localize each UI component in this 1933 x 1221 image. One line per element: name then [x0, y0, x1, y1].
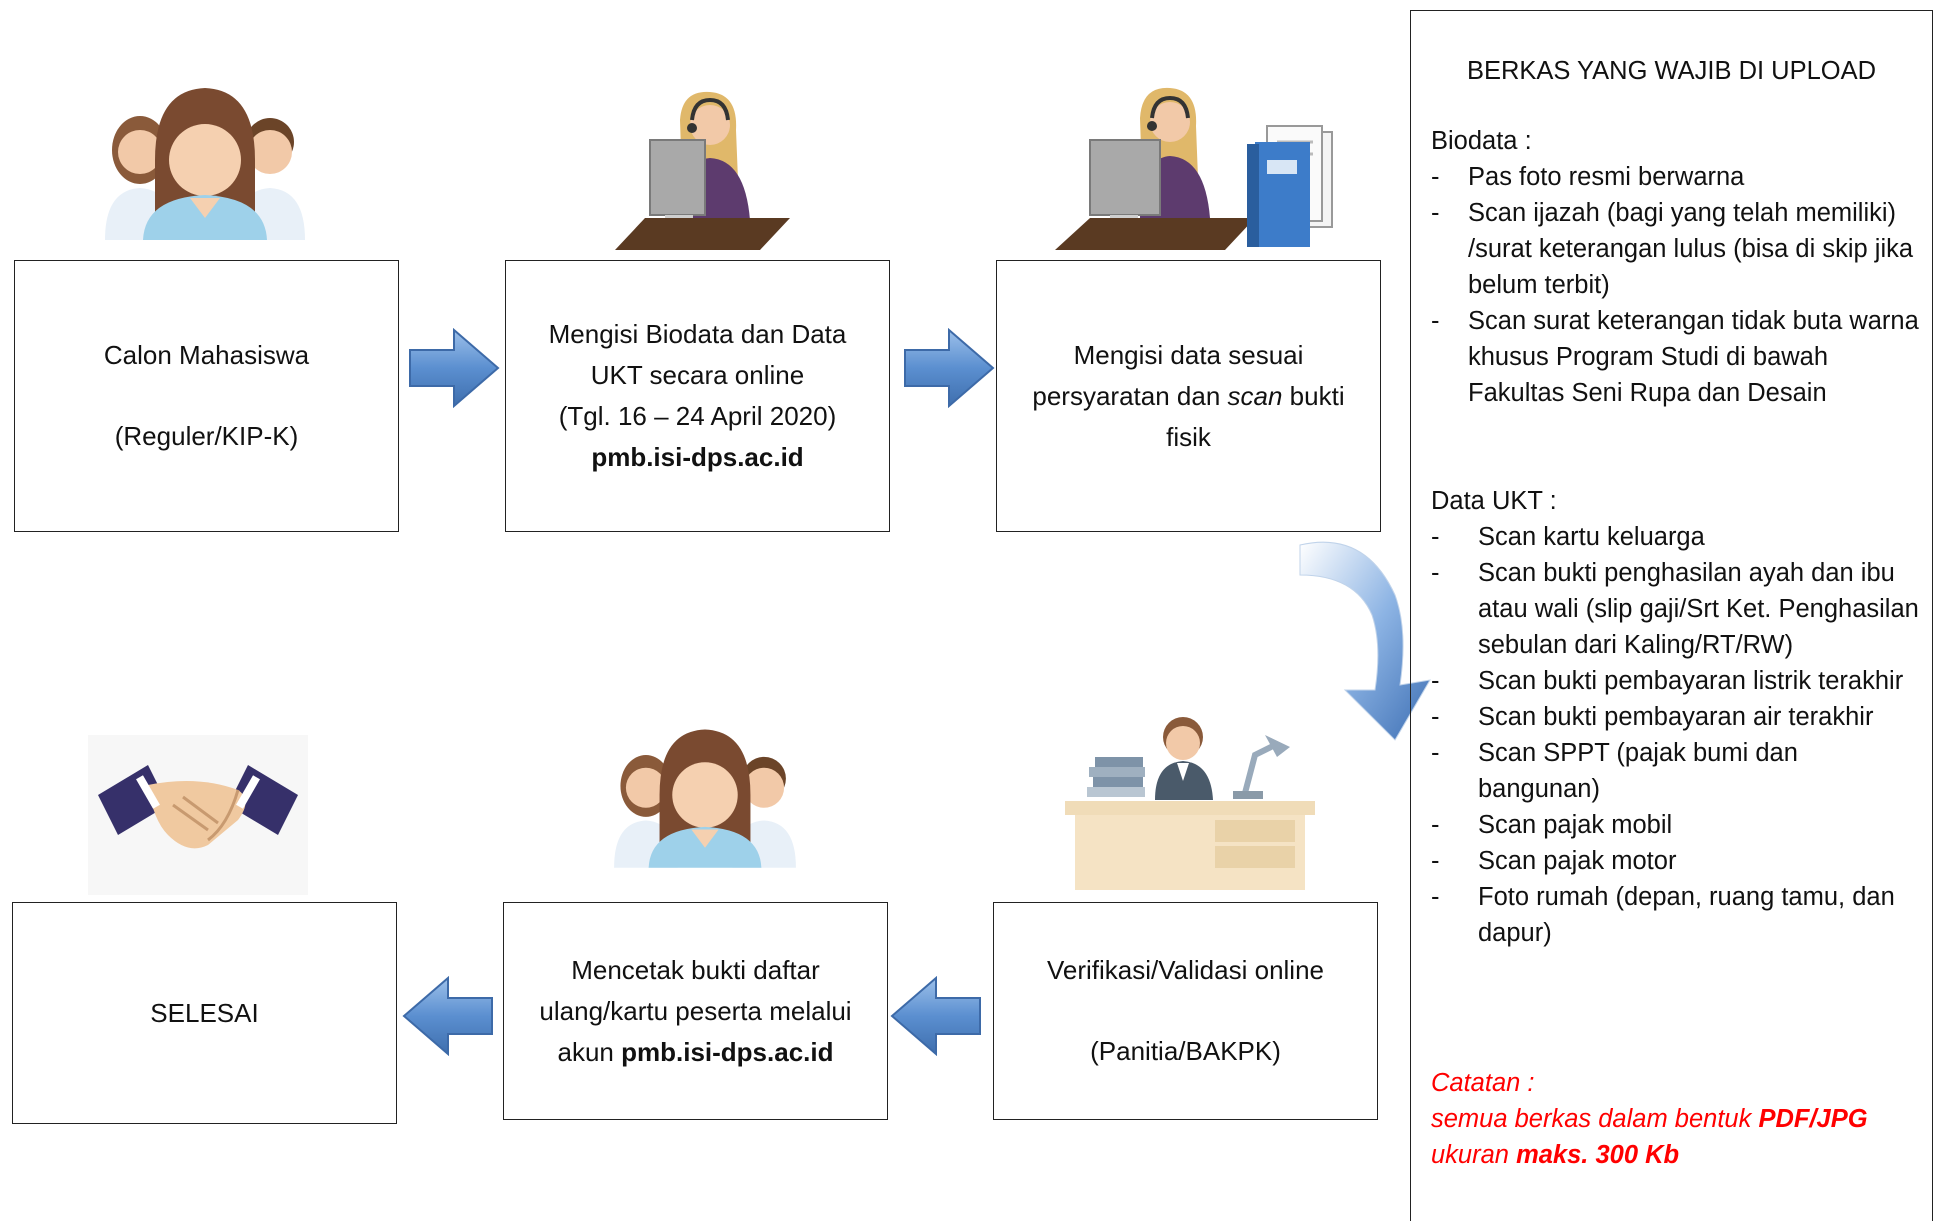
arrow-right-icon — [409, 328, 500, 408]
list-item-text: Foto rumah (depan, ruang tamu, dan dapur… — [1478, 883, 1895, 947]
list-item-text: Pas foto resmi berwarna — [1468, 163, 1745, 191]
biodata-heading: Biodata : — [1431, 127, 1532, 155]
step-text-part: akun — [557, 1036, 622, 1067]
list-item: - Scan pajak motor — [1431, 843, 1922, 879]
bullet-dash: - — [1431, 811, 1440, 839]
note-text: semua berkas dalam bentuk PDF/JPG — [1431, 1101, 1868, 1137]
step-text: Verifikasi/Validasi online — [1047, 955, 1324, 985]
list-item: -Scan surat keterangan tidak buta warna … — [1431, 303, 1922, 411]
ukt-heading: Data UKT : — [1431, 487, 1557, 515]
step-calon-mahasiswa: Calon Mahasiswa (Reguler/KIP-K) — [14, 260, 399, 532]
list-item-text: Scan bukti pembayaran air terakhir — [1478, 703, 1874, 731]
step-selesai: SELESAI — [12, 902, 397, 1124]
list-item: - Scan bukti pembayaran air terakhir — [1431, 699, 1922, 735]
list-item-text: Scan bukti penghasilan ayah dan ibu atau… — [1478, 559, 1919, 659]
note-part: ukuran — [1431, 1141, 1517, 1169]
required-files-panel: BERKAS YANG WAJIB DI UPLOAD Biodata : -P… — [1410, 10, 1933, 1221]
step-text-part: bukti — [1282, 380, 1345, 411]
step-text-part: persyaratan dan — [1032, 380, 1228, 411]
list-item: - Scan kartu keluarga — [1431, 519, 1922, 555]
note-part: semua berkas dalam bentuk — [1431, 1105, 1759, 1133]
step-text: (Reguler/KIP-K) — [114, 421, 299, 451]
list-item: - Scan SPPT (pajak bumi dan bangunan) — [1431, 735, 1922, 807]
ukt-list: - Scan kartu keluarga - Scan bukti penghasi… — [1431, 519, 1922, 951]
list-item: - Scan bukti pembayaran listrik terakhir — [1431, 663, 1922, 699]
bullet-dash: - — [1431, 883, 1440, 911]
list-item: -Pas foto resmi berwarna — [1431, 159, 1922, 195]
step-url: pmb.isi-dps.ac.id — [621, 1036, 834, 1067]
list-item: - Foto rumah (depan, ruang tamu, dan dapu… — [1431, 879, 1922, 951]
list-item-text: Scan ijazah (bagi yang telah memiliki) /… — [1468, 199, 1914, 299]
step-text: Mengisi Biodata dan Data — [548, 319, 847, 349]
list-item-text: Scan pajak mobil — [1478, 811, 1673, 839]
bullet-dash: - — [1431, 703, 1440, 731]
list-item-text: Scan bukti pembayaran listrik terakhir — [1478, 667, 1904, 695]
list-item-text: Scan surat keterangan tidak buta warna k… — [1468, 307, 1919, 407]
group-people-icon — [105, 88, 305, 240]
arrow-left-icon — [890, 976, 981, 1056]
step-text: (Tgl. 16 – 24 April 2020) — [558, 401, 837, 431]
operator-computer-icon — [615, 91, 790, 250]
note-format: PDF/JPG — [1758, 1105, 1868, 1133]
panel-title: BERKAS YANG WAJIB DI UPLOAD — [1466, 57, 1877, 85]
bullet-dash: - — [1431, 163, 1440, 191]
step-mencetak: Mencetak bukti daftar ulang/kartu pesert… — [503, 902, 888, 1120]
arrow-right-icon — [904, 328, 995, 408]
bullet-dash: - — [1431, 667, 1440, 695]
note-size: maks. 300 Kb — [1516, 1141, 1680, 1169]
step-text: fisik — [1166, 421, 1211, 452]
step-text: persyaratan dan scan bukti — [1032, 376, 1344, 417]
step-verifikasi: Verifikasi/Validasi online (Panitia/BAKP… — [993, 902, 1378, 1120]
step-text: UKT secara online — [590, 360, 805, 390]
officer-desk-icon — [1065, 717, 1315, 890]
step-text: Mencetak bukti daftar — [571, 954, 820, 985]
operator-documents-icon — [1055, 87, 1333, 250]
list-item: - Scan pajak mobil — [1431, 807, 1922, 843]
biodata-list: -Pas foto resmi berwarna-Scan ijazah (ba… — [1431, 159, 1922, 411]
step-text: ulang/kartu peserta melalui — [539, 995, 852, 1026]
bullet-dash: - — [1431, 307, 1440, 335]
bullet-dash: - — [1431, 523, 1440, 551]
note-text: ukuran maks. 300 Kb — [1431, 1137, 1679, 1173]
list-item: - Scan bukti penghasilan ayah dan ibu ata… — [1431, 555, 1922, 663]
step-text: SELESAI — [150, 997, 259, 1028]
group-people-icon — [614, 729, 796, 868]
step-text: (Panitia/BAKPK) — [1090, 1036, 1281, 1066]
note-label: Catatan : — [1431, 1069, 1535, 1097]
handshake-icon — [88, 735, 308, 895]
step-text: akun pmb.isi-dps.ac.id — [558, 1032, 834, 1073]
arrow-left-icon — [402, 976, 493, 1056]
step-text: Calon Mahasiswa — [103, 340, 310, 370]
step-text: Mengisi data sesuai — [1073, 339, 1304, 370]
list-item: -Scan ijazah (bagi yang telah memiliki) … — [1431, 195, 1922, 303]
bullet-dash: - — [1431, 559, 1440, 587]
step-text-emphasis: scan — [1227, 380, 1283, 411]
arrow-down-curved-icon — [1299, 541, 1431, 741]
bullet-dash: - — [1431, 199, 1440, 227]
list-item-text: Scan kartu keluarga — [1478, 523, 1705, 551]
bullet-dash: - — [1431, 739, 1440, 767]
step-url: pmb.isi-dps.ac.id — [591, 442, 804, 472]
list-item-text: Scan pajak motor — [1478, 847, 1677, 875]
step-mengisi-data: Mengisi data sesuai persyaratan dan scan… — [996, 260, 1381, 532]
bullet-dash: - — [1431, 847, 1440, 875]
step-mengisi-biodata: Mengisi Biodata dan Data UKT secara onli… — [505, 260, 890, 532]
list-item-text: Scan SPPT (pajak bumi dan bangunan) — [1478, 739, 1798, 803]
